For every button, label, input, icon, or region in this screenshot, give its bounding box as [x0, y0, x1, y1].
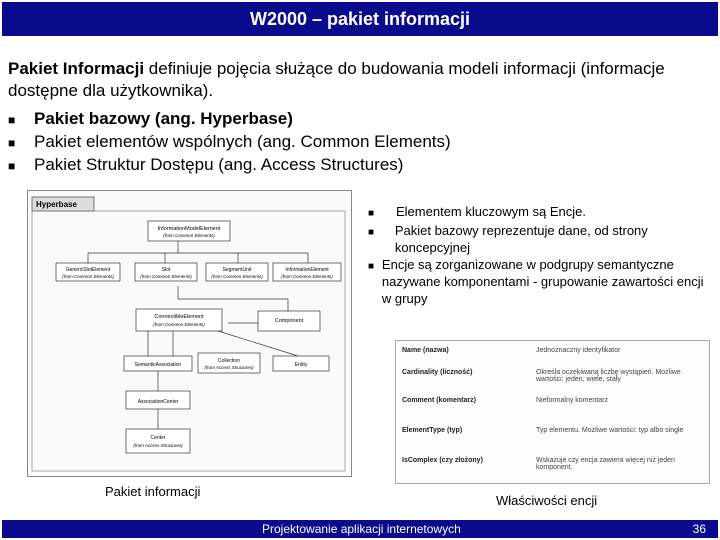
svg-text:SemanticAssociation: SemanticAssociation: [135, 362, 182, 368]
svg-text:InformationElement: InformationElement: [285, 267, 329, 273]
bullet-item: ■ Encje są zorganizowane w podgrupy sema…: [368, 256, 713, 307]
entity-properties-table: Name (nazwa) Jednoznaczny identyfikator …: [395, 340, 710, 484]
svg-text:(from Common Elements): (from Common Elements): [62, 274, 114, 279]
property-value: Jednoznaczny identyfikator: [536, 347, 621, 354]
svg-text:(from Common Elements): (from Common Elements): [153, 322, 205, 327]
bullet-square-icon: ■: [8, 113, 16, 127]
svg-text:Collection: Collection: [218, 358, 240, 364]
property-value: Typ elementu. Możliwe wartości: typ albo…: [536, 427, 684, 434]
uml-class: SegmentUnit (from Common Elements): [205, 262, 269, 282]
slide-title-bar: W2000 – pakiet informacji: [2, 2, 718, 36]
property-value: Wskazuje czy encja zawiera więcej niż je…: [536, 457, 675, 471]
hyperbase-uml-diagram: Hyperbase InformationModelElement (from …: [27, 190, 352, 477]
package-frame: [31, 210, 346, 472]
properties-caption: Właściwości encji: [496, 493, 598, 508]
property-value: Nieformalny komentarz: [536, 397, 608, 404]
uml-class: Slot (from Common Elements): [134, 262, 198, 282]
footer-page-number: 36: [692, 522, 706, 536]
svg-text:(from Common Elements): (from Common Elements): [140, 274, 192, 279]
intro-paragraph: Pakiet Informacji definiuje pojęcia służ…: [8, 58, 713, 102]
svg-text:(from Access Structures): (from Access Structures): [133, 443, 183, 448]
svg-text:Center: Center: [150, 435, 165, 441]
main-bullet-list: ■ Pakiet bazowy (ang. Hyperbase) ■ Pakie…: [8, 108, 608, 177]
property-name: IsComplex (czy złożony): [402, 457, 483, 464]
bullet-text: Encje są zorganizowane w podgrupy semant…: [381, 257, 704, 306]
bullet-square-icon: ■: [368, 227, 375, 238]
uml-class: Center (from Access Structures): [125, 428, 191, 454]
bullet-text: Pakiet bazowy reprezentuje dane, od stro…: [394, 223, 648, 255]
slide-title: W2000 – pakiet informacji: [249, 8, 471, 29]
bullet-item: ■ Pakiet bazowy (ang. Hyperbase): [8, 108, 608, 131]
uml-class: InformationModelElement (from Common Ele…: [147, 220, 231, 242]
uml-connectors: [87, 241, 309, 429]
uml-class: AssociationCenter: [125, 390, 191, 410]
uml-class: ConnectibleElement (from Common Elements…: [135, 308, 223, 332]
bullet-text: Pakiet bazowy (ang. Hyperbase): [34, 109, 293, 128]
bullet-text: Pakiet Struktur Dostępu (ang. Access Str…: [34, 155, 404, 174]
svg-text:Component: Component: [275, 318, 304, 324]
svg-text:(from Common Elements): (from Common Elements): [163, 233, 215, 238]
bullet-item: ■ Pakiet Struktur Dostępu (ang. Access S…: [8, 154, 608, 177]
svg-text:SegmentUnit: SegmentUnit: [223, 267, 253, 273]
svg-text:ConnectibleElement: ConnectibleElement: [154, 314, 204, 320]
property-value: Określa oczekiwaną liczbę wystąpień. Moż…: [536, 369, 681, 383]
bullet-square-icon: ■: [8, 159, 16, 173]
svg-text:Entity: Entity: [295, 362, 308, 368]
bullet-square-icon: ■: [368, 208, 375, 219]
package-name: Hyperbase: [36, 200, 77, 209]
bullet-text: Pakiet elementów wspólnych (ang. Common …: [34, 132, 451, 151]
svg-text:(from Common Elements): (from Common Elements): [281, 274, 333, 279]
property-name: ElementType (typ): [402, 427, 463, 434]
property-name: Cardinality (liczność): [402, 369, 473, 376]
uml-class: GenericSlotElement (from Common Elements…: [55, 262, 121, 282]
bullet-item: ■ Pakiet bazowy reprezentuje dane, od st…: [368, 222, 713, 256]
footer-course-name: Projektowanie aplikacji internetowych: [262, 522, 461, 536]
svg-text:Slot: Slot: [162, 267, 171, 273]
slide-footer: Projektowanie aplikacji internetowych 36: [2, 520, 718, 538]
svg-text:(from Common Elements): (from Common Elements): [211, 274, 263, 279]
uml-class: SemanticAssociation: [123, 355, 193, 372]
property-name: Comment (komentarz): [402, 397, 476, 404]
intro-bold: Pakiet Informacji: [8, 59, 145, 78]
svg-text:GenericSlotElement: GenericSlotElement: [66, 267, 111, 273]
uml-class: InformationElement (from Common Elements…: [272, 262, 342, 282]
diagram-caption: Pakiet informacji: [105, 484, 201, 499]
svg-text:(from Access Structures): (from Access Structures): [204, 365, 254, 370]
uml-diagram-svg: Hyperbase InformationModelElement (from …: [31, 196, 346, 472]
bullet-item: ■ Pakiet elementów wspólnych (ang. Commo…: [8, 131, 608, 154]
right-bullet-list: ■ Elementem kluczowym są Encje. ■ Pakiet…: [368, 203, 713, 307]
svg-text:AssociationCenter: AssociationCenter: [138, 399, 179, 405]
uml-class: Entity: [272, 355, 330, 372]
bullet-square-icon: ■: [368, 261, 375, 272]
bullet-square-icon: ■: [8, 136, 16, 150]
bullet-text: Elementem kluczowym są Encje.: [396, 204, 587, 219]
uml-class: Collection (from Access Structures): [197, 352, 261, 374]
uml-class: Component: [257, 310, 321, 332]
intro-text: definiuje pojęcia służące do budowania m…: [8, 59, 665, 100]
bullet-item: ■ Elementem kluczowym są Encje.: [368, 203, 713, 222]
svg-text:InformationModelElement: InformationModelElement: [158, 226, 221, 232]
property-name: Name (nazwa): [402, 347, 449, 354]
